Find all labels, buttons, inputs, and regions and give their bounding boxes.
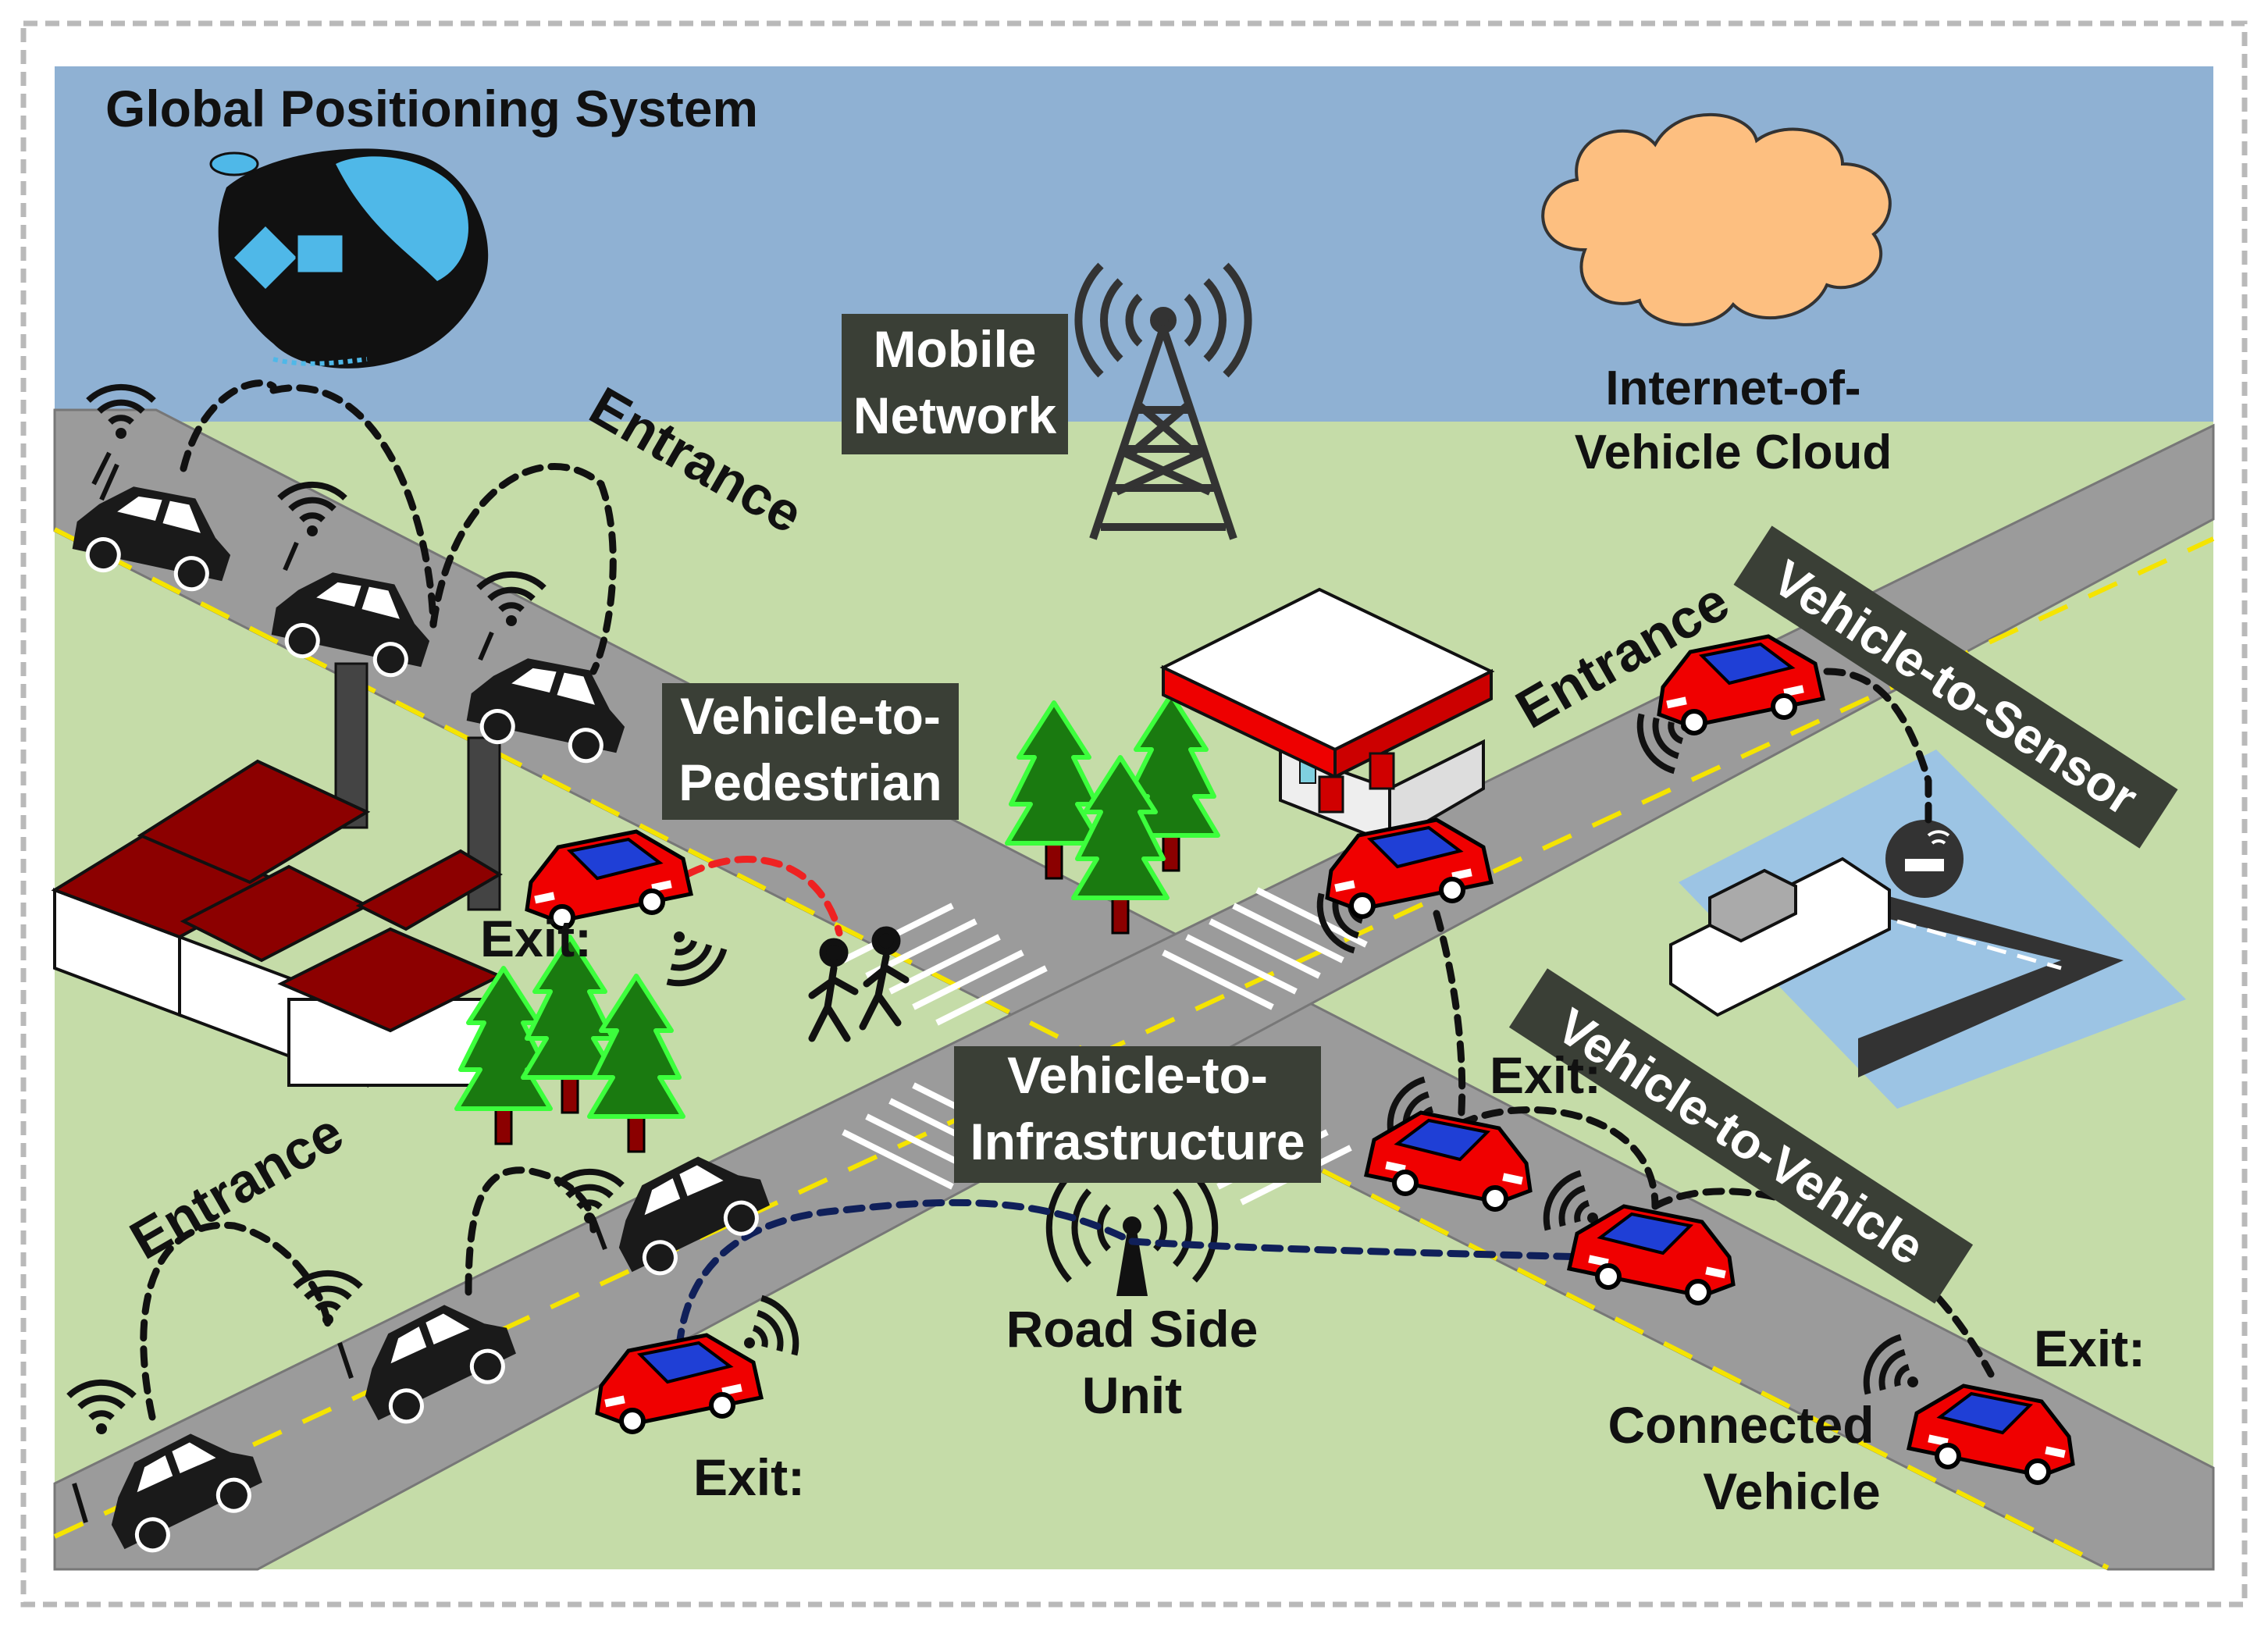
exit-label-right-mid: Exit:: [1490, 1046, 1601, 1104]
rsu-label-line1: Road Side: [1006, 1300, 1259, 1358]
mobile-network-label-line2: Network: [853, 386, 1057, 444]
mobile-network-label-box: [842, 314, 1068, 454]
parking-area: [1669, 750, 2186, 1109]
cloud-label-line2: Vehicle Cloud: [1575, 426, 1892, 479]
gas-station: [1159, 587, 1495, 846]
pedestrian-icon: [808, 926, 910, 1042]
v2v-label-box: [1508, 968, 1974, 1304]
connected-vehicle-label-line2: Vehicle: [1703, 1462, 1881, 1520]
plug-icons: [72, 451, 607, 1523]
connected-vehicle-label-line1: Connected: [1608, 1396, 1874, 1454]
v2p-label-line2: Pedestrian: [678, 753, 942, 811]
v2p-label-box: [662, 683, 959, 820]
cloud-label-line1: Internet-of-: [1605, 361, 1860, 415]
factory: [51, 662, 504, 1088]
mobile-network-label-line1: Mobile: [874, 320, 1037, 378]
cell-tower-icon: [1074, 262, 1252, 540]
exit-label-right-bottom: Exit:: [2034, 1319, 2145, 1377]
connection-links: [140, 379, 1995, 1421]
exit-label-left: Exit:: [480, 910, 592, 967]
rsu-label-line2: Unit: [1082, 1366, 1182, 1424]
v2i-label-line2: Infrastructure: [970, 1113, 1305, 1170]
gps-satellite-icon: [209, 148, 489, 369]
v2p-label-line1: Vehicle-to-: [680, 687, 941, 745]
exit-label-bottom: Exit:: [693, 1448, 805, 1506]
v2i-label-box: [954, 1046, 1321, 1183]
cloud-icon: [1541, 112, 1892, 326]
gps-label: Global Positioning System: [105, 80, 758, 137]
v2s-label-box: [1733, 525, 2178, 849]
v2i-label-line1: Vehicle-to-: [1007, 1046, 1268, 1104]
